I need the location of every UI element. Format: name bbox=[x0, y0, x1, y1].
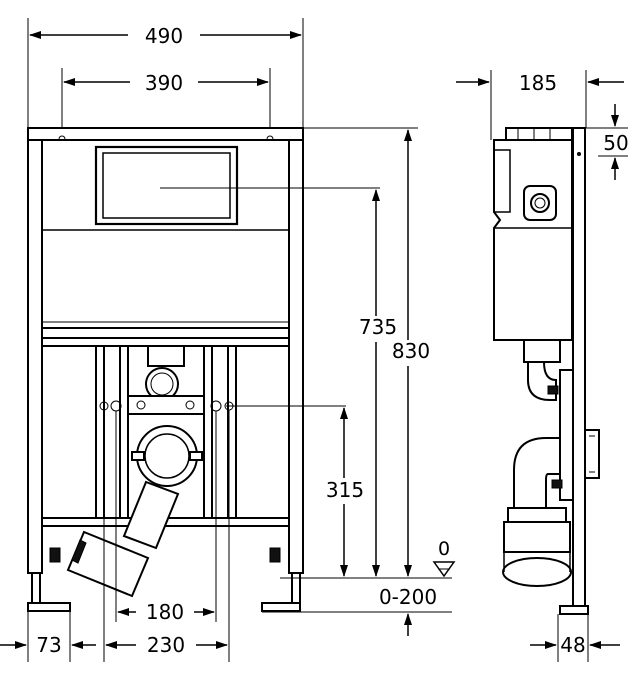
side-frame-upright bbox=[572, 127, 586, 607]
foot-left-stem bbox=[31, 572, 41, 604]
dim-label-830: 830 bbox=[392, 339, 430, 363]
side-frame-dot bbox=[577, 152, 581, 156]
frame-upright-right bbox=[288, 127, 304, 574]
front-view: 490 390 bbox=[0, 18, 380, 662]
side-outlet-sleeve bbox=[503, 521, 571, 553]
side-outlet-mouth bbox=[502, 557, 572, 587]
frame-upright-left bbox=[27, 127, 43, 574]
drain-pipe-segment bbox=[122, 480, 180, 550]
floor-reference-label: 0 bbox=[438, 538, 450, 560]
dim-label-390: 390 bbox=[145, 71, 183, 95]
side-valve-ring bbox=[530, 193, 550, 213]
flush-plate-outer bbox=[94, 145, 239, 226]
side-view: 185 50 bbox=[456, 70, 629, 662]
outlet-bracket bbox=[127, 395, 205, 415]
side-cistern-top bbox=[505, 127, 573, 141]
foot-screw-right bbox=[269, 547, 281, 563]
dim-label-180: 180 bbox=[146, 600, 184, 624]
side-outlet-stub bbox=[584, 429, 600, 479]
cistern-body bbox=[41, 139, 290, 329]
foot-left-plate bbox=[27, 602, 71, 612]
dim-label-490: 490 bbox=[145, 24, 183, 48]
side-flush-pipe-top bbox=[523, 339, 561, 363]
bracket-bolt-left bbox=[136, 400, 146, 410]
side-outlet-elbow bbox=[513, 437, 561, 511]
foot-right-plate bbox=[261, 602, 301, 612]
side-mounting-plate bbox=[559, 369, 574, 501]
outlet-lug-right bbox=[189, 451, 203, 461]
inner-strut-right2 bbox=[203, 345, 213, 519]
side-outlet-collar bbox=[507, 507, 567, 523]
dim-label-315: 315 bbox=[326, 478, 364, 502]
dim-label-185: 185 bbox=[519, 71, 557, 95]
side-bolt-1 bbox=[547, 385, 559, 395]
middle-rail bbox=[41, 337, 290, 347]
inner-strut-left2 bbox=[119, 345, 129, 519]
side-bolt-2 bbox=[551, 479, 563, 489]
side-foot-plate bbox=[559, 605, 589, 615]
flush-plate-inner bbox=[102, 152, 231, 219]
drain-pipe-cap bbox=[71, 539, 87, 564]
vertical-dimensions: 735 830 315 0 0-200 bbox=[262, 127, 456, 636]
outlet-flange bbox=[136, 425, 198, 487]
dim-label-0-200: 0-200 bbox=[379, 585, 437, 609]
inner-strut-right bbox=[227, 345, 237, 519]
inlet-pipe-top bbox=[147, 345, 185, 367]
foot-screw-left bbox=[49, 547, 61, 563]
frame-top-rail bbox=[27, 127, 304, 141]
side-cistern-body bbox=[493, 139, 573, 341]
dim-label-735: 735 bbox=[359, 315, 397, 339]
side-valve-inner bbox=[534, 197, 546, 209]
dim-label-230: 230 bbox=[147, 633, 185, 657]
outlet-lug-left bbox=[131, 451, 145, 461]
inner-strut-left bbox=[95, 345, 105, 519]
dim-label-48: 48 bbox=[560, 633, 585, 657]
side-cistern-panel bbox=[494, 149, 511, 213]
bracket-bolt-right bbox=[185, 400, 195, 410]
dim-label-50: 50 bbox=[603, 131, 628, 155]
dim-label-73: 73 bbox=[36, 633, 61, 657]
